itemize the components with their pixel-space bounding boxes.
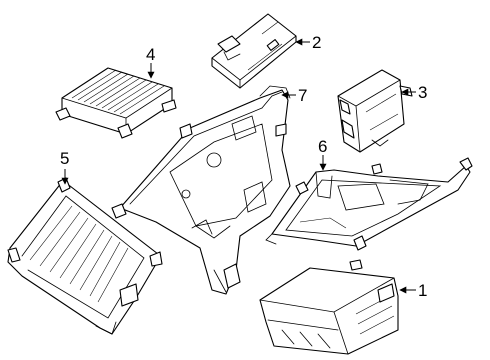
callout-number-1: 1	[418, 281, 427, 300]
callout-number-2: 2	[312, 33, 321, 52]
amplifier-part[interactable]	[55, 67, 177, 139]
control-module-part[interactable]	[259, 259, 399, 355]
callout-5: 5	[60, 149, 69, 185]
callout-number-7: 7	[298, 86, 307, 105]
receiver-module-part[interactable]	[211, 13, 297, 89]
gateway-module-part[interactable]	[337, 69, 413, 153]
callout-number-6: 6	[318, 137, 327, 156]
callout-number-4: 4	[146, 45, 155, 64]
callout-7: 7	[281, 86, 307, 105]
mounting-bracket-part[interactable]	[111, 85, 291, 295]
module-bracket-part[interactable]	[265, 157, 473, 251]
callout-number-5: 5	[60, 149, 69, 168]
amplifier-bracket-part[interactable]	[7, 177, 163, 335]
callout-2: 2	[295, 33, 321, 52]
callout-6: 6	[318, 137, 327, 171]
callout-number-3: 3	[418, 83, 427, 102]
callout-4: 4	[146, 45, 155, 79]
callout-1: 1	[399, 281, 427, 300]
callout-3: 3	[401, 83, 427, 102]
